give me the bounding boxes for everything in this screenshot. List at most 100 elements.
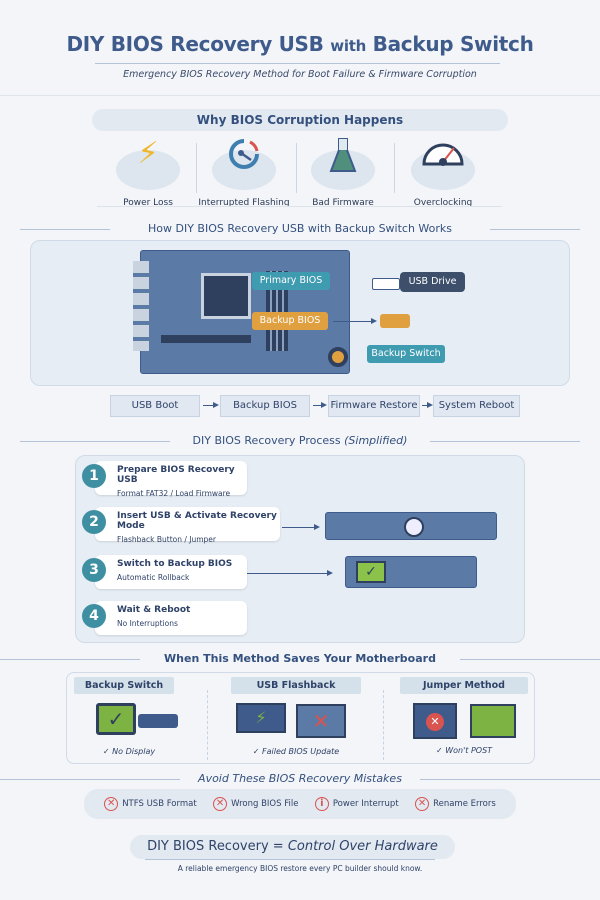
section-heading-process: DIY BIOS Recovery Process (Simplified)	[170, 434, 430, 448]
title-part: with	[330, 37, 366, 55]
motherboard-check-icon: ✓	[96, 703, 136, 735]
cause-power-loss: ⚡ Power Loss	[100, 136, 196, 208]
mistake-label: Rename Errors	[433, 799, 496, 809]
label-usb-drive: USB Drive	[400, 272, 465, 292]
pcie-slot	[161, 335, 251, 343]
io-panel-illustration	[325, 512, 497, 540]
ram-slots	[266, 271, 288, 351]
section-heading-saves: When This Method Saves Your Motherboard	[140, 652, 460, 666]
heading-note: (Simplified)	[344, 434, 408, 447]
cause-bad-firmware: Bad Firmware	[295, 138, 391, 208]
subtitle: Emergency BIOS Recovery Method for Boot …	[123, 69, 477, 80]
arrow	[282, 524, 320, 530]
lightning-icon: ⚡	[137, 136, 159, 171]
column-caption: ✓ Won't POST	[435, 746, 493, 755]
step-title: Insert USB & Activate Recovery Mode	[117, 511, 277, 531]
cause-overclocking: Overclocking	[395, 143, 491, 208]
jumper-board-icon: ✕	[413, 703, 457, 739]
column-title: Jumper Method	[400, 677, 528, 694]
divider	[97, 206, 502, 207]
divider	[196, 143, 197, 193]
arrow	[333, 318, 377, 324]
column-title: Backup Switch	[74, 677, 174, 694]
arrow	[422, 402, 433, 408]
section-heading-how: How DIY BIOS Recovery USB with Backup Sw…	[110, 222, 490, 236]
usb-drive-icon	[380, 314, 410, 328]
column-caption: ✓ No Display	[102, 747, 156, 756]
section-heading-mistakes: Avoid These BIOS Recovery Mistakes	[180, 772, 420, 786]
mistake-item: ✕NTFS USB Format	[104, 797, 197, 811]
step-number: 4	[82, 604, 106, 628]
step-desc: Format FAT32 / Load Firmware	[117, 489, 231, 498]
divider	[394, 143, 395, 193]
label-primary-bios: Primary BIOS	[252, 272, 330, 290]
step-card-1: Prepare BIOS Recovery USB Format FAT32 / …	[95, 461, 247, 498]
cause-label: Overclocking	[413, 198, 473, 208]
divider	[207, 690, 208, 760]
divider	[0, 95, 600, 96]
switch-module-icon	[138, 714, 178, 728]
step-desc: Automatic Rollback	[117, 573, 190, 582]
footer-tagline: A reliable emergency BIOS restore every …	[177, 864, 423, 873]
section-heading-causes: Why BIOS Corruption Happens	[92, 109, 508, 131]
flow-step-firmware-restore: Firmware Restore	[328, 395, 420, 417]
divider	[145, 859, 435, 860]
bios-chip-illustration: ✓	[345, 556, 477, 588]
step-card-4: Wait & Reboot No Interruptions	[95, 601, 247, 635]
usb-plug-icon	[372, 278, 400, 290]
divider	[296, 143, 297, 193]
step-number: 1	[82, 464, 106, 488]
step-number: 3	[82, 558, 106, 582]
title-part: Backup Switch	[372, 32, 534, 56]
flow-step-system-reboot: System Reboot	[433, 395, 520, 417]
interrupted-progress-icon	[212, 136, 276, 180]
footer-banner: DIY BIOS Recovery = Control Over Hardwar…	[130, 835, 455, 859]
x-icon: ✕	[426, 713, 444, 731]
step-number: 2	[82, 510, 106, 534]
footer-title: DIY BIOS Recovery =	[147, 839, 284, 854]
column-title: USB Flashback	[231, 677, 361, 694]
divider	[95, 63, 500, 64]
mistake-label: Wrong BIOS File	[231, 799, 299, 809]
arrow	[247, 570, 333, 576]
x-circle-icon: ✕	[213, 797, 228, 811]
step-card-3: Switch to Backup BIOS Automatic Rollback	[95, 555, 247, 589]
cpu-socket	[201, 273, 251, 319]
column-caption: ✓ Failed BIOS Update	[252, 747, 340, 756]
mistake-item: ✕Wrong BIOS File	[213, 797, 298, 811]
page-title: DIY BIOS Recovery USB with Backup Switch	[0, 32, 600, 56]
footer-title-emphasis: Control Over Hardware	[287, 839, 438, 854]
x-circle-icon: ✕	[415, 797, 430, 811]
flow-step-usb-boot: USB Boot	[110, 395, 200, 417]
mistake-item: ✕Rename Errors	[415, 797, 496, 811]
flow-step-backup-bios: Backup BIOS	[220, 395, 310, 417]
gauge-icon	[411, 136, 475, 176]
io-ports	[133, 261, 149, 351]
heading-text: DIY BIOS Recovery Process	[192, 434, 341, 447]
laptop-icon: ⚡	[236, 703, 286, 733]
backup-switch-icon	[328, 347, 348, 367]
label-backup-switch: Backup Switch	[367, 345, 445, 363]
failed-pc-icon: ✕	[296, 704, 346, 738]
cause-label: Bad Firmware	[312, 198, 374, 208]
cause-label: Power Loss	[123, 198, 173, 208]
label-backup-bios: Backup BIOS	[252, 312, 328, 330]
step-desc: No Interruptions	[117, 619, 178, 628]
step-title: Wait & Reboot	[117, 605, 191, 615]
cause-interrupted-flashing: Interrupted Flashing	[196, 139, 292, 208]
flashback-button-icon	[404, 517, 424, 537]
check-icon: ✓	[356, 561, 386, 583]
divider	[383, 690, 384, 760]
title-part: DIY BIOS Recovery USB	[66, 32, 324, 56]
step-title: Prepare BIOS Recovery USB	[117, 465, 235, 485]
arrow	[203, 402, 219, 408]
step-title: Switch to Backup BIOS	[117, 559, 233, 569]
cause-label: Interrupted Flashing	[198, 198, 290, 208]
flask-icon	[311, 136, 375, 184]
jumper-module-icon	[470, 704, 516, 738]
mistake-label: Power Interrupt	[332, 799, 399, 809]
info-circle-icon: i	[314, 797, 329, 811]
mistake-label: NTFS USB Format	[122, 799, 197, 809]
